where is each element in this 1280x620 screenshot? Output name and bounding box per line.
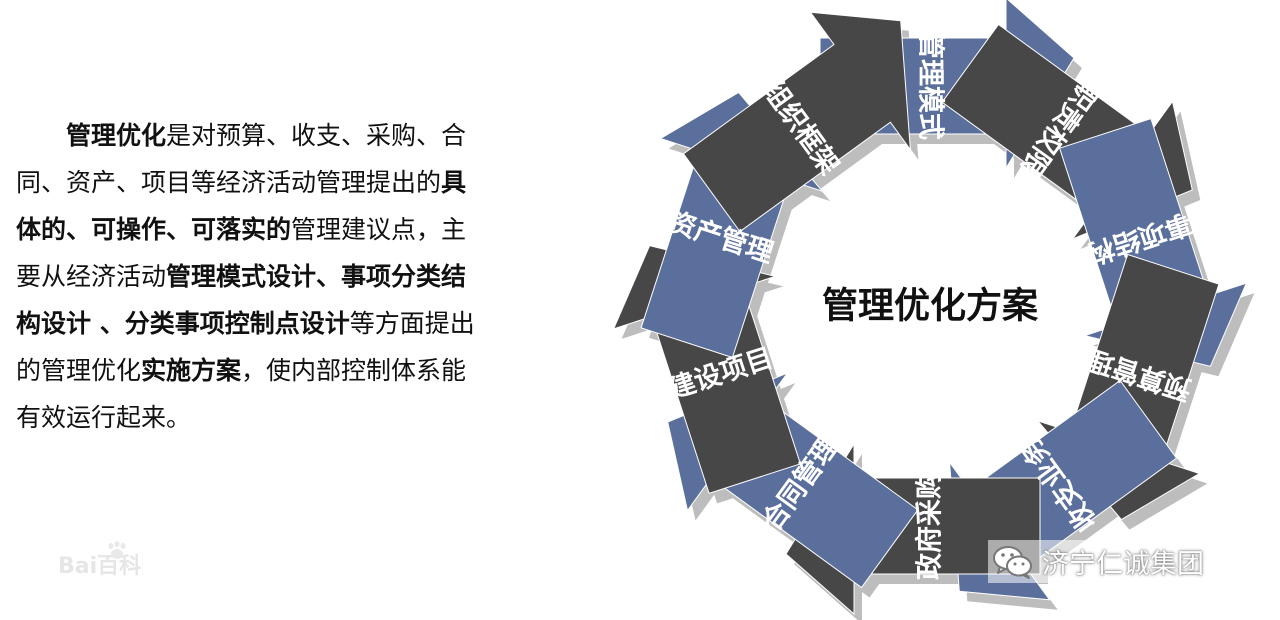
intro-bold-term: 管理优化 <box>66 121 167 150</box>
cycle-arrows <box>612 0 1248 616</box>
intro-text-part: ，使内部控制体系能有效运行起来。 <box>16 356 467 432</box>
segment-label: 政府采购 <box>914 472 946 580</box>
paw-icon <box>108 541 126 559</box>
intro-bold-term: 管理模式设计、事项分类结构设计 、分类事项控制点设计 <box>16 262 467 338</box>
intro-text-part: 等方面提出的管理优化 <box>16 309 475 385</box>
intro-bold-term: 具体的、可操作、可落实的 <box>16 168 467 244</box>
baidu-watermark: Bai百科 <box>58 548 141 580</box>
optimization-cycle-diagram: 管理模式职责权限事项结构预算管理收支业务政府采购合同管理建设项目资产管理组织框架… <box>612 0 1255 620</box>
intro-text: 管理优化是对预算、收支、采购、合同、资产、项目等经济活动管理提出的具体的、可操作… <box>16 112 476 441</box>
intro-text-part: 是对预算、收支、采购、合同、资产、项目等经济活动管理提出的 <box>16 121 467 197</box>
segment-label: 管理模式 <box>915 32 946 140</box>
brand-name: 济宁仁诚集团 <box>1042 549 1204 580</box>
intro-bold-term: 实施方案 <box>141 356 242 385</box>
watermark-text: Bai百科 <box>58 554 142 579</box>
wechat-icon <box>993 545 1032 579</box>
brand-badge: 济宁仁诚集团 <box>988 540 1208 583</box>
intro-paragraph: 管理优化是对预算、收支、采购、合同、资产、项目等经济活动管理提出的具体的、可操作… <box>16 112 476 441</box>
intro-text-part: 管理建议点，主要从经济活动 <box>16 215 467 291</box>
center-title: 管理优化方案 <box>822 286 1039 327</box>
segment-arrow <box>682 11 912 233</box>
